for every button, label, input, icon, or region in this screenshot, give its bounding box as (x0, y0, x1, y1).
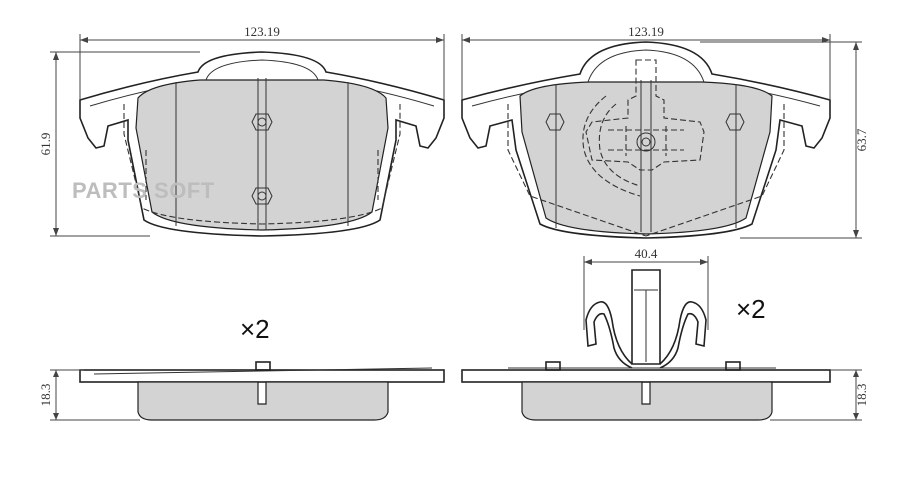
dim-height-right: 63.7 (700, 41, 869, 239)
thickness-right-label: 18.3 (854, 384, 869, 407)
quantity-left: ×2 (240, 314, 270, 344)
left-boss-top (251, 113, 273, 131)
left-boss-top-center (257, 117, 267, 127)
right-friction-material (519, 81, 773, 235)
right-side-tab-right (725, 361, 741, 371)
right-center-boss-inner (641, 137, 651, 147)
right-backing-plate (461, 41, 831, 239)
left-backing-plate (79, 51, 445, 237)
left-side-friction (137, 381, 389, 421)
right-clip-inner (608, 126, 684, 156)
left-side-plate (79, 369, 445, 383)
left-boss-bottom (251, 187, 273, 205)
dim-height-left: 61.9 (38, 51, 200, 237)
height-left-label: 61.9 (38, 133, 53, 156)
thickness-left-label: 18.3 (38, 384, 53, 407)
dim-width-left: 123.19 (79, 24, 445, 100)
clip-side-view: 40.4 (583, 246, 709, 369)
right-pad-front-view (461, 41, 831, 239)
left-pad-side-view: 18.3 (38, 361, 445, 421)
left-pad-front-view (79, 51, 445, 237)
right-center-boss (636, 132, 656, 152)
clip-spring-right (659, 301, 707, 369)
left-boss-bottom-center (257, 191, 267, 201)
width-right-label: 123.19 (628, 24, 664, 39)
watermark: PARTS SOFT (72, 178, 215, 203)
right-side-plate (461, 369, 831, 383)
right-pad-side-view: 18.3 (461, 361, 869, 421)
right-side-friction (521, 381, 773, 421)
left-friction-material (135, 79, 389, 231)
right-hidden-arc (582, 95, 641, 197)
dim-width-right: 123.19 (461, 24, 831, 100)
right-clip-hidden (585, 59, 705, 171)
quantity-right: ×2 (736, 294, 766, 324)
right-side-tab-left (545, 361, 561, 371)
left-hidden-contour-2 (145, 150, 379, 200)
height-right-label: 63.7 (854, 128, 869, 151)
right-boss-left (545, 113, 565, 131)
width-left-label: 123.19 (244, 24, 280, 39)
right-boss-right (725, 113, 745, 131)
right-hidden-contour (507, 104, 785, 237)
clip-spring-left (585, 301, 633, 369)
clip-width-label: 40.4 (635, 246, 658, 261)
left-side-tab (255, 361, 271, 371)
left-hidden-contour (123, 104, 401, 225)
